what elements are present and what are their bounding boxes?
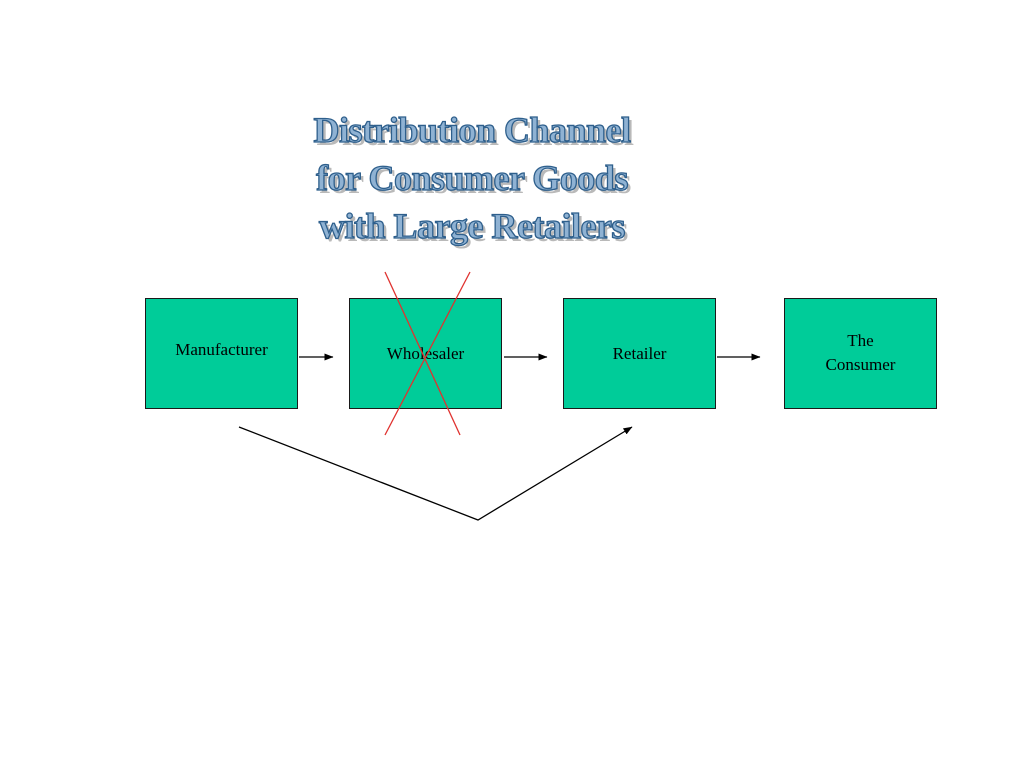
title-line-2: for Consumer Goods (315, 157, 629, 198)
slide-title: Distribution Channel for Consumer Goods … (262, 106, 682, 250)
title-line-1: Distribution Channel (313, 109, 632, 150)
wholesaler-box: Wholesaler (349, 298, 502, 409)
wholesaler-label: Wholesaler (386, 343, 465, 363)
bypass-arrow-manufacturer-to-retailer (238, 426, 633, 521)
consumer-box: The Consumer (784, 298, 937, 409)
consumer-label: The Consumer (825, 330, 896, 374)
manufacturer-box: Manufacturer (145, 298, 298, 409)
manufacturer-label: Manufacturer (175, 339, 268, 359)
retailer-label: Retailer (612, 343, 667, 363)
retailer-box: Retailer (563, 298, 716, 409)
title-line-3: with Large Retailers (318, 205, 626, 246)
